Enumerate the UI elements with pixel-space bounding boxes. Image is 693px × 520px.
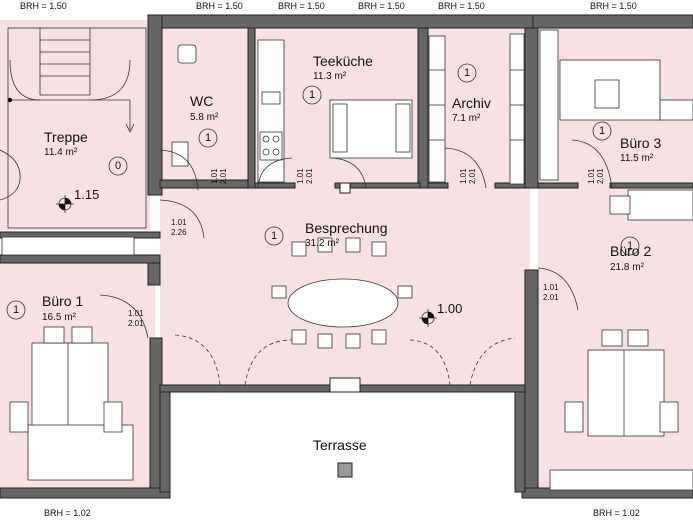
svg-text:1: 1 [205,132,211,144]
office1-desks [9,326,134,481]
room-area-treppe: 11.4 m² [44,147,78,158]
door-teekueche-width: 1.01 [296,168,305,184]
room-area-buero3: 11.5 m² [620,153,654,164]
room-marker-besprechung: 1 [264,226,284,246]
office1-shelves [1,236,135,256]
office2-shelves [609,189,693,221]
kitchen-furniture [257,39,413,183]
room-marker-buero1: 1 [6,300,26,320]
door-labels: 1.01 2.01 1.01 2.01 1.01 2.01 1.01 2.01 … [128,168,605,328]
door-buero3-width: 1.01 [587,168,596,184]
office3-furniture [539,29,693,181]
room-markers: 0 1 1 1 1 1 1 1 [6,63,640,320]
brh-labels: BRH = 1.50 BRH = 1.50 BRH = 1.50 BRH = 1… [20,1,640,518]
room-area-buero2: 21.8 m² [610,262,645,273]
door-archiv-height: 2.01 [468,168,477,184]
room-area-archiv: 7.1 m² [452,113,481,124]
svg-text:1: 1 [309,89,315,101]
level-marker-main: 1.00 [419,301,462,327]
room-labels: Treppe 11.4 m² WC 5.8 m² Teeküche 11.3 m… [42,53,661,453]
brh-bottom-2: BRH = 1.02 [593,508,640,518]
room-marker-buero3: 1 [592,121,612,141]
brh-top-4: BRH = 1.50 [358,1,405,11]
room-name-wc: WC [190,93,213,109]
room-area-wc: 5.8 m² [190,112,219,123]
room-area-teekueche: 11.3 m² [313,71,347,82]
brh-bottom-1: BRH = 1.02 [44,508,91,518]
svg-text:1: 1 [599,125,605,137]
room-name-buero2: Büro 2 [610,243,651,259]
door-treppe-height: 2.26 [171,228,187,237]
room-marker-wc: 1 [198,128,218,148]
room-name-buero3: Büro 3 [620,135,661,151]
door-swings [99,139,613,386]
room-name-treppe: Treppe [44,129,88,145]
door-buero2-height: 2.01 [543,293,559,302]
room-name-terrasse: Terrasse [313,437,367,453]
door-buero1-height: 2.01 [128,319,144,328]
room-name-besprechung: Besprechung [305,220,388,236]
room-marker-treppe: 0 [108,156,128,176]
level-main-value: 1.00 [437,301,462,316]
office2-desks [549,329,693,491]
door-buero3-height: 2.01 [596,168,605,184]
svg-text:1: 1 [13,304,19,316]
svg-text:1: 1 [627,240,633,252]
meeting-table [271,237,413,349]
door-buero2-width: 1.01 [543,283,559,292]
brh-top-6: BRH = 1.50 [590,1,637,11]
svg-text:1: 1 [464,67,470,79]
room-marker-buero2: 1 [620,236,640,256]
brh-top-3: BRH = 1.50 [278,1,325,11]
level-upper-value: 1.15 [74,187,99,202]
room-area-besprechung: 31.2 m² [305,238,340,249]
room-name-buero1: Büro 1 [42,293,83,309]
room-marker-archiv: 1 [457,63,477,83]
room-area-buero1: 16.5 m² [42,312,77,323]
level-marker-upper: 1.15 [56,187,99,213]
door-archiv-width: 1.01 [459,168,468,184]
door-treppe-width: 1.01 [171,218,187,227]
terrace-details [329,182,361,478]
wc-fixtures [171,44,197,167]
brh-top-1: BRH = 1.50 [20,1,67,11]
brh-top-5: BRH = 1.50 [438,1,485,11]
brh-top-2: BRH = 1.50 [196,1,243,11]
room-name-archiv: Archiv [452,95,491,111]
staircase [0,27,147,229]
door-teekueche-height: 2.01 [305,168,314,184]
room-marker-teekueche: 1 [302,85,322,105]
svg-text:0: 0 [115,160,121,172]
svg-text:1: 1 [271,230,277,242]
door-wc-width: 1.01 [210,168,219,184]
room-name-teekueche: Teeküche [313,53,373,69]
door-wc-height: 2.01 [219,168,228,184]
archive-shelves [428,33,525,185]
door-buero1-width: 1.01 [128,309,144,318]
